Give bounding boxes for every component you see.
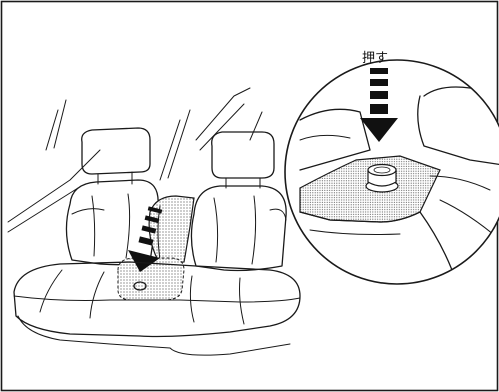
push-label: 押す xyxy=(362,51,388,66)
release-knob xyxy=(366,165,398,193)
